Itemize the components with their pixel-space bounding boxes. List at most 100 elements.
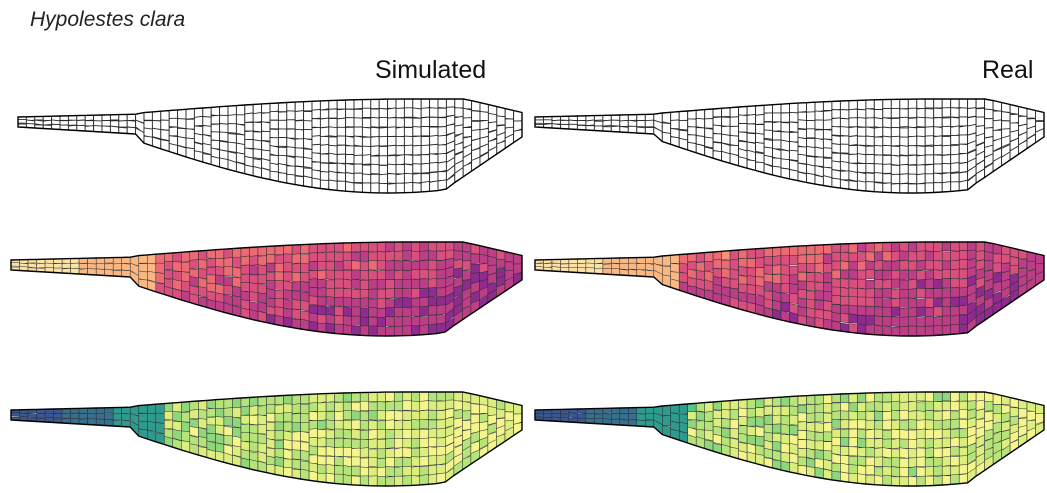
wing-cell <box>351 242 361 253</box>
wing-cell <box>394 288 404 299</box>
wing-cell <box>151 110 162 122</box>
wing-cell <box>916 173 926 185</box>
wing-cell <box>269 119 279 130</box>
wing-cell <box>317 402 327 413</box>
wing-cell <box>269 137 279 147</box>
wing-cell <box>797 430 807 440</box>
wing-cell <box>249 255 259 266</box>
wing-cell <box>274 447 284 459</box>
wing-cell <box>729 106 740 118</box>
wing-cell <box>763 405 773 416</box>
wing-cell <box>721 277 731 289</box>
wing-cell <box>370 163 380 175</box>
wing-cell <box>334 278 344 289</box>
wing-cell <box>342 456 352 468</box>
wing-cell <box>411 400 421 412</box>
wing-cell <box>513 272 523 287</box>
wing-cell <box>308 295 318 306</box>
wing-cell <box>420 135 431 147</box>
wing-cell <box>325 261 335 271</box>
wing-cell <box>789 405 799 417</box>
wing-cell <box>958 437 968 448</box>
wing-cell <box>370 135 380 147</box>
wing-cell <box>336 135 347 146</box>
wing-cell <box>848 260 858 271</box>
wing-cell <box>428 250 438 261</box>
wing-cell <box>916 288 926 299</box>
wing-cell <box>958 98 969 110</box>
wing-cell <box>308 420 318 430</box>
wing-cell <box>385 260 395 271</box>
wing-cell <box>283 421 293 432</box>
wing-cell <box>729 125 740 137</box>
wing-cell <box>814 440 824 451</box>
wing-cell <box>933 278 943 290</box>
wing-cell <box>227 123 237 134</box>
wing-cell <box>61 262 71 269</box>
wing-cell <box>257 414 267 426</box>
wing-cell <box>975 116 986 127</box>
wing-cell <box>345 145 355 156</box>
wing-cell <box>831 260 841 271</box>
wing-cell <box>181 261 191 273</box>
wing-cell <box>908 288 918 299</box>
wing-cell <box>185 137 195 150</box>
wing-cell <box>814 146 824 159</box>
wing-cell <box>1009 256 1019 267</box>
wing-cell <box>941 260 951 271</box>
wing-cell <box>899 172 909 185</box>
wing-cell <box>924 241 934 252</box>
wing-cell <box>848 463 858 475</box>
wing-cell <box>487 406 497 416</box>
wing-cell <box>351 278 361 290</box>
wing-cell <box>916 241 926 252</box>
wing-cell <box>411 269 421 280</box>
wing-cell <box>311 161 321 172</box>
wing-cell <box>755 257 765 268</box>
wing-cell <box>359 466 369 478</box>
wing-cell <box>294 147 305 159</box>
wing-cell <box>351 315 361 326</box>
wing-cell <box>975 408 985 421</box>
wing-cell <box>882 251 892 262</box>
wing-cell <box>882 392 892 403</box>
wing-cell <box>899 182 909 194</box>
wing-cell <box>823 431 833 442</box>
wing-cell <box>712 251 722 261</box>
wing-cell <box>780 158 790 170</box>
wing-cell <box>308 428 318 439</box>
wing-cell <box>336 126 347 137</box>
wing-cell <box>308 304 318 314</box>
wing-cell <box>34 119 44 126</box>
wing-cell <box>394 307 404 318</box>
wing-cell <box>933 135 943 147</box>
wing-cell <box>873 99 884 110</box>
wing-cell <box>924 108 935 119</box>
wing-cell <box>823 412 833 424</box>
wing-cell <box>840 462 850 474</box>
wing-cell <box>856 163 867 174</box>
wing-cell <box>118 120 128 128</box>
wing-cell <box>840 269 850 280</box>
wing-cell <box>738 399 748 410</box>
wing-cell <box>941 278 951 289</box>
wing-cell <box>342 392 352 403</box>
wing-cell <box>411 260 421 271</box>
wing-cell <box>958 464 968 475</box>
wing-cell <box>378 145 389 157</box>
wing-cell <box>429 126 439 137</box>
wing-cell <box>950 161 960 174</box>
wing-cell <box>780 265 790 276</box>
wing-cell <box>831 410 841 421</box>
wing-cell <box>325 472 335 484</box>
wing-cell <box>334 315 344 326</box>
wing-cell <box>933 288 943 299</box>
wing-cell <box>387 173 397 184</box>
wing-cell <box>112 263 122 271</box>
wing-cell <box>266 262 276 273</box>
wing-cell <box>534 412 544 418</box>
wing-cell <box>368 466 378 478</box>
wing-cell <box>274 254 284 265</box>
wing-cell <box>831 419 841 429</box>
wing-cell <box>840 312 850 324</box>
